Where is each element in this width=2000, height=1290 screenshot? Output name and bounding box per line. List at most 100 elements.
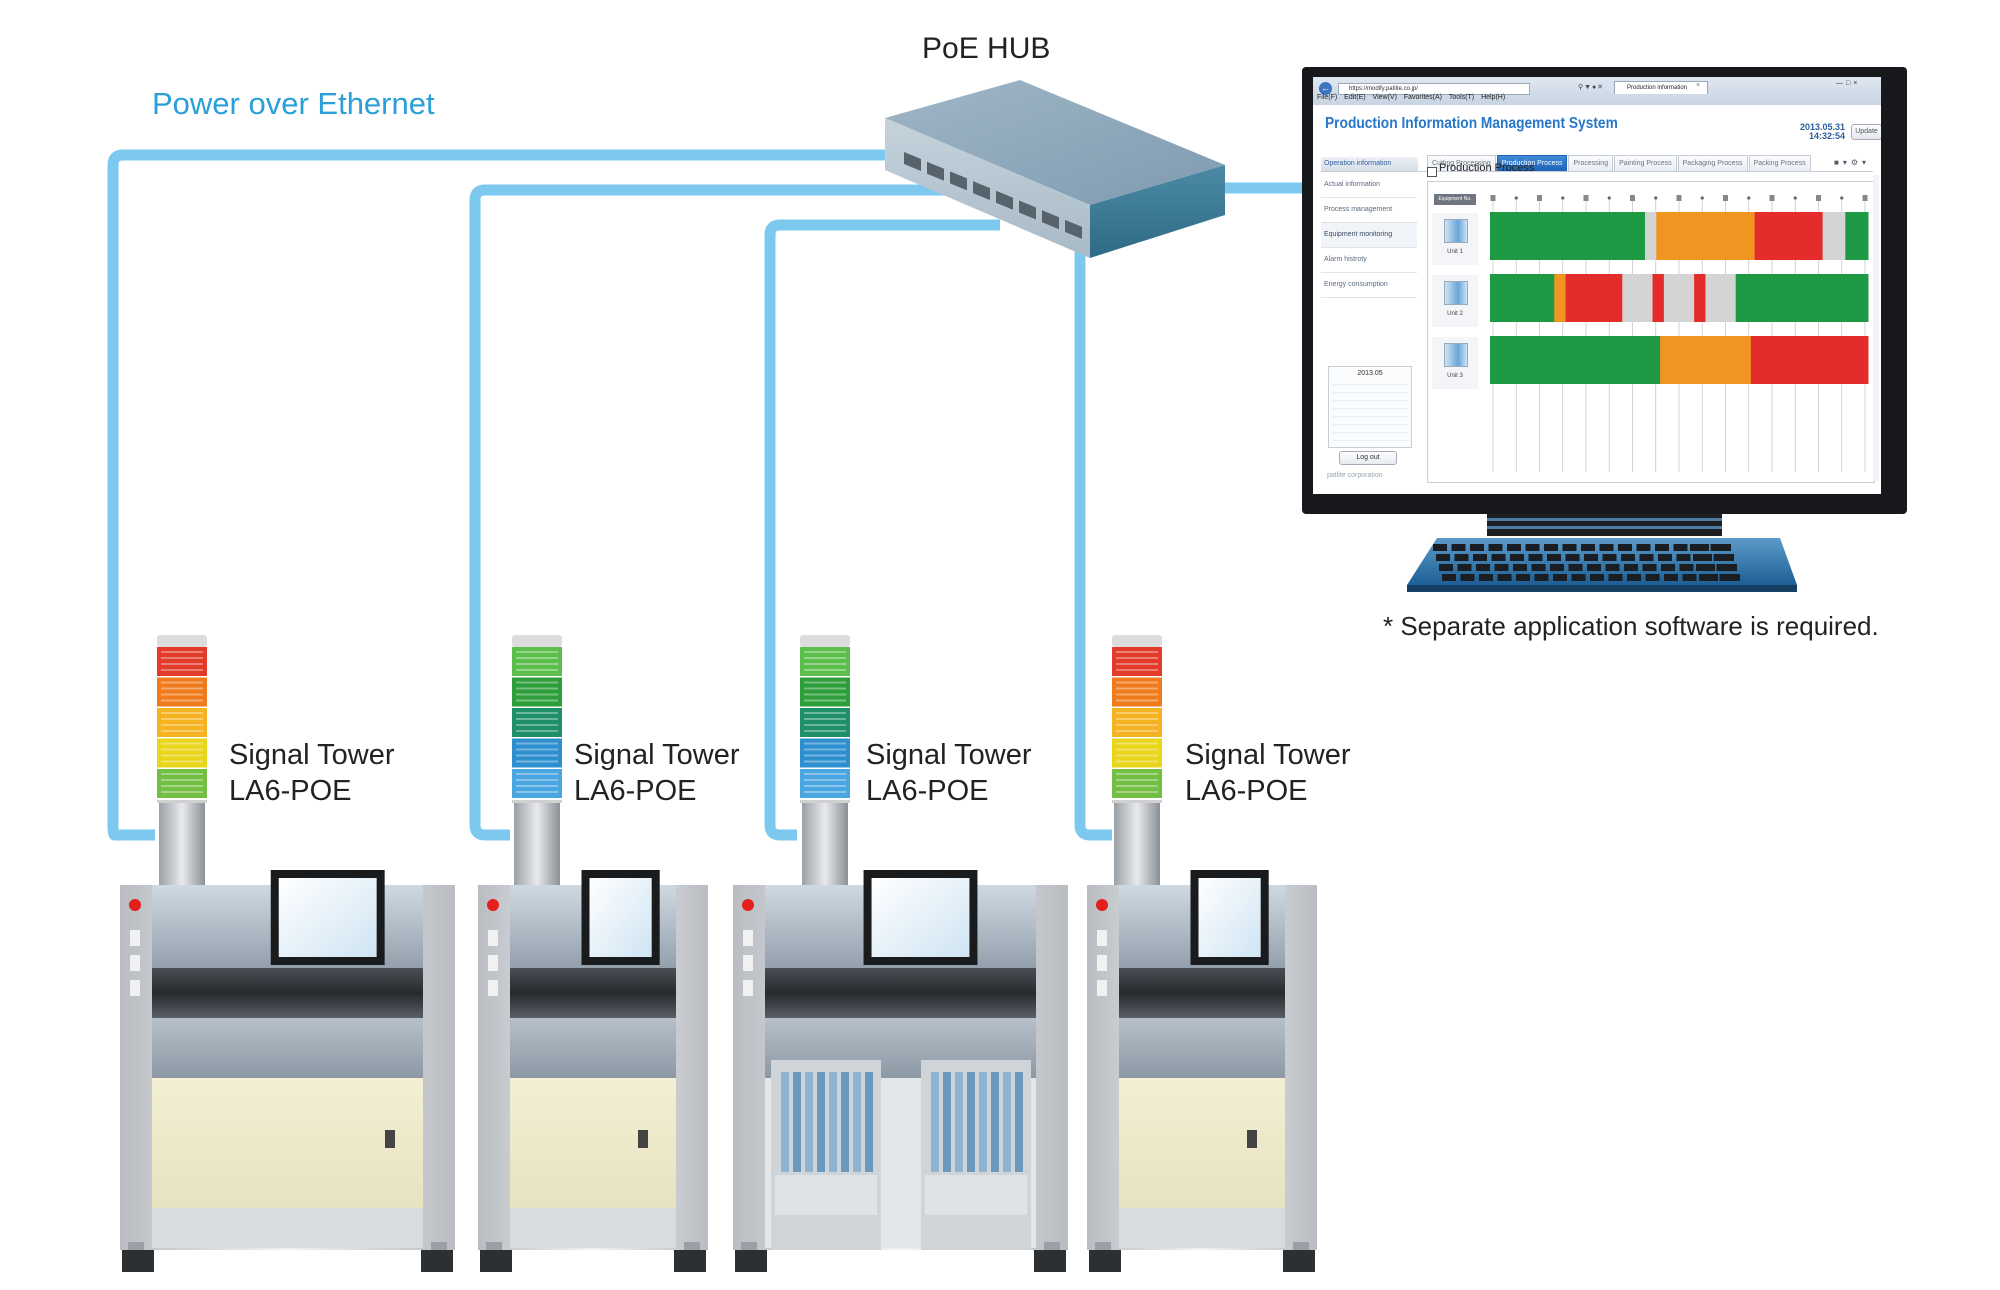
tower-tier-stripe [1116,785,1158,787]
tower-cap [512,635,562,647]
logout-button[interactable]: Log out [1339,451,1397,465]
tower-tier-stripe [161,651,203,653]
status-segment [1735,274,1869,322]
keyboard-key [1442,574,1456,581]
keyboard-key [1718,564,1726,571]
machine-switch [1097,955,1107,971]
keyboard-key [1571,574,1586,581]
keyboard-key [1454,554,1469,561]
menu-file[interactable]: File(F) [1317,94,1338,101]
machine-foot-cap [1293,1242,1309,1250]
keyboard [1407,538,1797,592]
sidebar-item-4[interactable]: Alarm histroty [1321,248,1417,273]
timeline-marker [1490,195,1496,201]
time: 14:32:54 [1808,131,1845,141]
tower-tier-stripe [516,742,558,745]
tower-tier-stripe [804,687,846,690]
menu-favorites[interactable]: Favorites(A) [1403,94,1442,101]
keyboard-key [1699,574,1707,581]
status-segment [1663,274,1695,322]
menu-help[interactable]: Help(H) [1481,94,1506,101]
tower-tier [157,677,207,707]
feeder-slot [931,1072,939,1172]
machine-icon [1444,281,1468,305]
feeder-slot [817,1072,825,1172]
panel-scrollbar[interactable] [1873,175,1879,481]
machine-foot [1283,1250,1315,1272]
address-tools-icon[interactable]: ⚲▼●✕ [1578,84,1605,91]
machine-foot-cap [486,1242,502,1250]
keyboard-key [1658,554,1672,561]
tower-tier-stripe [1116,791,1158,793]
tower-tier-stripe [516,663,558,665]
sidebar-item-1[interactable]: Actual information [1321,173,1417,198]
tower-tier-stripe [161,657,203,659]
machine-switch [1097,930,1107,946]
tower-tier-stripe [1116,779,1158,781]
keyboard-key [1715,554,1723,561]
tab-process-4[interactable]: Painting Process [1614,155,1677,171]
back-icon[interactable]: ← [1319,82,1332,95]
menu-view[interactable]: View(V) [1372,94,1397,101]
tab-operation-information[interactable]: Operation information [1321,157,1418,171]
tower-tier [157,769,207,798]
tab-close-icon[interactable]: × [1696,82,1701,89]
tab-process-3[interactable]: Processing [1568,155,1614,171]
tower-tier-stripe [516,669,558,671]
timeline-marker [1537,195,1542,201]
machine-1 [120,635,455,1272]
sidebar-item-2[interactable]: Process management [1321,198,1417,223]
tower-tier-stripe [516,718,558,720]
keyboard-key [1525,544,1540,551]
unit-card-1[interactable]: Unit 1 [1432,213,1478,265]
machine-icon [1444,343,1468,367]
machine-switch [743,930,753,946]
tower-tier-stripe [161,785,203,787]
calendar-grid[interactable] [1333,381,1407,441]
hub-side-face [1090,165,1225,258]
unit-card-3[interactable]: Unit 3 [1432,337,1478,389]
tower-1-model: LA6-POE [229,775,352,807]
browser-chrome: ← https://modify.patlite.co.jp/ ⚲▼●✕ Pro… [1313,77,1881,105]
unit-card-2[interactable]: Unit 2 [1432,275,1478,327]
tower-tier-stripe [1116,657,1158,659]
machine-display [871,878,970,957]
update-button[interactable]: Update [1851,124,1881,140]
tab-process-6[interactable]: Packing Process [1748,155,1811,171]
machine-middle-band [1119,1018,1285,1078]
tower-tier-stripe [804,718,846,720]
tab-process-1[interactable]: Cutting Processing [1427,155,1496,171]
machine-handle [385,1130,395,1148]
browser-tab[interactable]: Production information [1614,81,1708,94]
folder-settings-icon[interactable]: ■▾⚙▾ [1834,158,1871,167]
machine-red-lamp [742,899,754,911]
status-segment [1644,212,1657,260]
tower-tier [512,738,562,768]
sidebar-item-5[interactable]: Energy consumption [1321,273,1417,298]
machine-foot [480,1250,512,1272]
menu-edit[interactable]: Edit(E) [1344,94,1366,101]
menu-tools[interactable]: Tools(T) [1448,94,1475,101]
timeline-marker [1816,195,1821,201]
tower-tier-stripe [161,748,203,751]
hub-ports [904,152,1082,239]
machine-red-lamp [487,899,499,911]
tower-tier-stripe [804,773,846,775]
sidebar-item-3[interactable]: Equipment monitoring [1321,223,1417,248]
tab-process-5[interactable]: Packaging Process [1677,155,1748,171]
machine-foot [1034,1250,1066,1272]
tower-tier-stripe [161,699,203,702]
feeder-slot [865,1072,873,1172]
calendar[interactable]: 2013.05 [1328,366,1412,448]
tower-tier-stripe [1116,693,1158,696]
timeline-marker [1723,195,1728,201]
machines [120,635,1317,1272]
tab-process-2[interactable]: Production Process [1496,155,1568,171]
address-bar[interactable]: https://modify.patlite.co.jp/ [1338,83,1530,95]
window-buttons-icon[interactable]: —□× [1836,80,1861,87]
machine-foot-cap [1044,1242,1060,1250]
keyboard-key [1605,564,1620,571]
tower-tier-stripe [1116,724,1158,726]
production-process-checkbox[interactable] [1427,167,1437,177]
